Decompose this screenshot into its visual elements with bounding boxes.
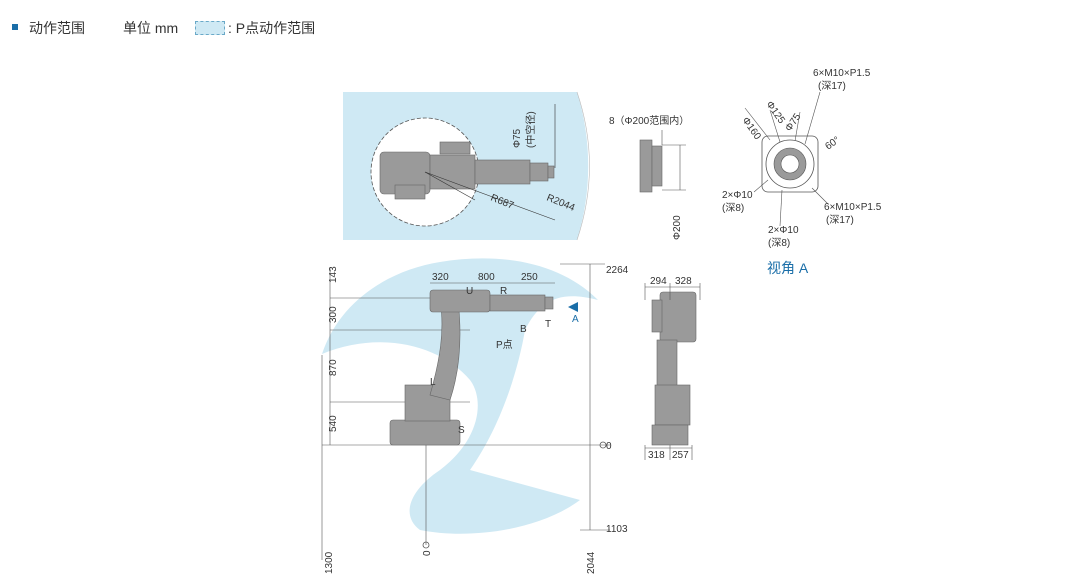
- origin-marker-bottom: [422, 541, 430, 549]
- flange-depth8-bottom: (深8): [768, 237, 790, 249]
- side-dimension-lines: [321, 263, 610, 560]
- origin-marker-right: [599, 441, 607, 449]
- rear-view: 294 328 318 257: [644, 276, 701, 461]
- flange-angle-60: 60°: [823, 135, 842, 153]
- flange-6m10-top: 6×M10×P1.5: [813, 68, 871, 79]
- left-dim-2: 300: [328, 306, 339, 323]
- flange-side-body: [639, 139, 663, 193]
- right-dim-1: 2264: [606, 265, 629, 276]
- view-a-title: 视角 A: [767, 260, 809, 276]
- axis-s-label: S: [458, 425, 465, 436]
- flange-front-view: 6×M10×P1.5 (深17) Φ160 Φ125 Φ75 60° 2×Φ10…: [722, 68, 882, 276]
- flange-phi160: Φ160: [740, 115, 763, 142]
- flange-depth17-right: (深17): [826, 214, 854, 226]
- axis-r-label: R: [500, 286, 507, 297]
- rear-top-dim-2: 328: [675, 276, 692, 287]
- flange-side-top-label: 8（Φ200范围内）: [609, 114, 689, 127]
- r687-line: [424, 171, 476, 201]
- top-dim-3: 250: [521, 272, 538, 283]
- bottom-dim-3: 2044: [586, 551, 597, 574]
- flange-2phi10-bottom: 2×Φ10: [768, 225, 799, 236]
- right-dim-2: 0: [606, 441, 612, 452]
- r2044-line: [424, 171, 556, 221]
- top-view-robot: [379, 141, 555, 200]
- view-a-marker-label: A: [572, 314, 579, 325]
- bottom-dim-2: 0: [422, 550, 433, 556]
- side-view: U R B T L S P点 A 320 800 250 143 300 870…: [321, 258, 629, 574]
- rear-dim-lines: [644, 283, 701, 460]
- axis-t-label: T: [545, 319, 551, 330]
- flange-depth17-top: (深17): [818, 80, 846, 92]
- flange-side-dim-lines: [661, 130, 686, 191]
- side-view-robot: [389, 289, 554, 446]
- p-point-label: P点: [496, 339, 513, 351]
- axis-l-label: L: [430, 377, 436, 388]
- left-dim-1: 143: [328, 266, 339, 283]
- flange-6m10-right: 6×M10×P1.5: [824, 202, 882, 213]
- title-bullet: [12, 24, 18, 30]
- legend-swatch: [195, 21, 225, 35]
- view-a-arrow-icon: [568, 302, 578, 312]
- rear-bottom-dim-2: 257: [672, 450, 689, 461]
- top-view: R687 R2044 Φ75 (中空径): [343, 91, 590, 241]
- flange-side-view: 8（Φ200范围内） Φ200: [609, 114, 689, 240]
- left-dim-3: 870: [328, 359, 339, 376]
- rear-view-robot: [651, 291, 697, 446]
- flange-phi75: Φ75: [783, 111, 803, 133]
- axis-u-label: U: [466, 286, 473, 297]
- side-view-range-area: [322, 258, 598, 534]
- page-title: 动作范围: [29, 20, 85, 36]
- rear-top-dim-1: 294: [650, 276, 667, 287]
- rear-bottom-dim-1: 318: [648, 450, 665, 461]
- left-dim-4: 540: [328, 415, 339, 432]
- right-dim-3: 1103: [606, 524, 628, 535]
- top-view-range-edge: [576, 91, 590, 241]
- flange-2phi10-left: 2×Φ10: [722, 190, 753, 201]
- unit-label: 单位 mm: [123, 20, 179, 36]
- phi75-label: Φ75: [512, 128, 523, 148]
- axis-b-label: B: [520, 324, 527, 335]
- bottom-dim-1: 1300: [324, 551, 335, 574]
- legend-label: : P点动作范围: [228, 20, 316, 36]
- phi200-label: Φ200: [672, 215, 683, 240]
- flange-front-leaders: [744, 91, 829, 227]
- hollow-label: (中空径): [524, 111, 537, 148]
- top-dim-2: 800: [478, 272, 495, 283]
- top-dim-1: 320: [432, 272, 449, 283]
- flange-depth8-left: (深8): [722, 202, 744, 214]
- flange-phi125: Φ125: [764, 99, 787, 126]
